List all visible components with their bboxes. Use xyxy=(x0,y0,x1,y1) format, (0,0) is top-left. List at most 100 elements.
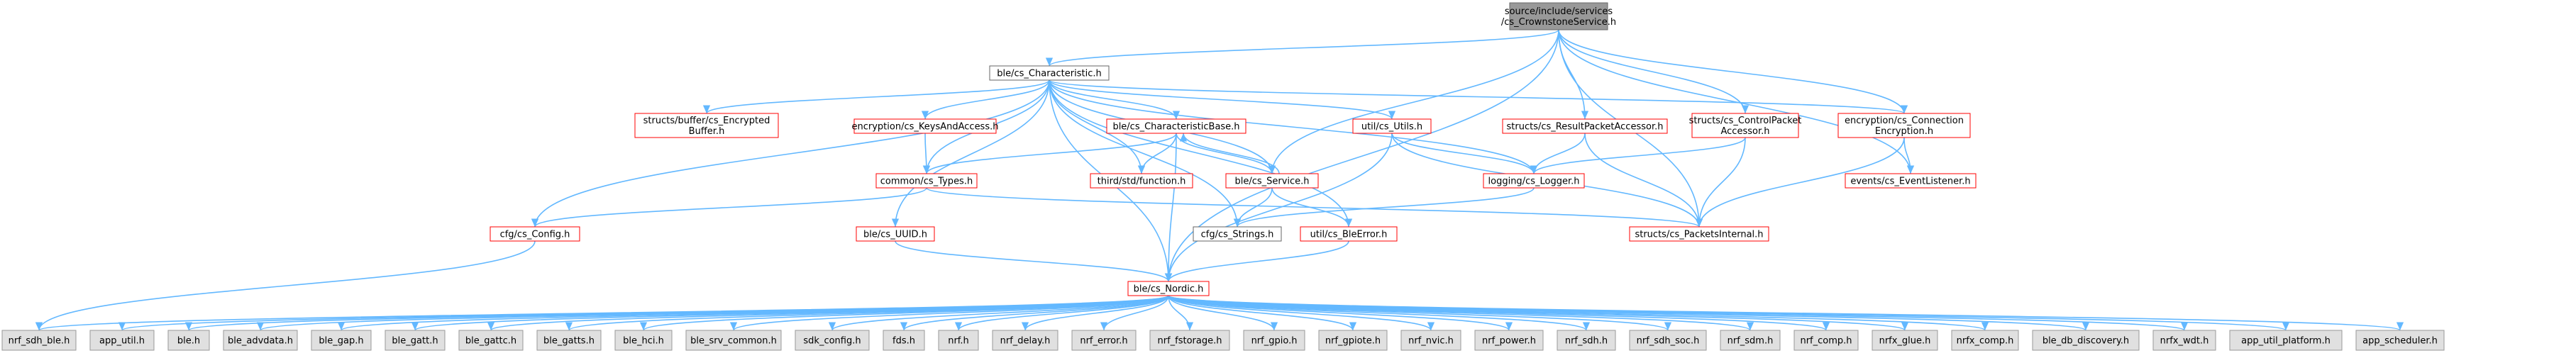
node-types[interactable]: common/cs_Types.h xyxy=(875,173,978,189)
node-box xyxy=(1127,281,1210,296)
node-charbase[interactable]: ble/cs_CharacteristicBase.h xyxy=(1106,118,1246,134)
node-label: nrfx_comp.h xyxy=(1957,336,2014,347)
node-box xyxy=(385,330,446,351)
node-nrf-power: nrf_power.h xyxy=(1474,330,1544,351)
node-service[interactable]: ble/cs_Service.h xyxy=(1225,173,1319,189)
node-box xyxy=(614,330,673,351)
edge-types-to-packetsinternal xyxy=(926,187,1703,228)
edge-nordic-to-nrf_nvic xyxy=(1168,295,1435,331)
node-box xyxy=(2229,330,2343,351)
node-nordic[interactable]: ble/cs_Nordic.h xyxy=(1127,281,1210,296)
node-nrf-nvic: nrf_nvic.h xyxy=(1400,330,1461,351)
edge-nordic-to-nrf_delay xyxy=(1021,295,1169,331)
node-ble: ble.h xyxy=(167,330,210,351)
node-box xyxy=(2032,330,2140,351)
node-box xyxy=(311,330,372,351)
node-eventlistener[interactable]: events/cs_EventListener.h xyxy=(1845,173,1977,189)
node-app-util: app_util.h xyxy=(89,330,155,351)
node-label: nrf_power.h xyxy=(1482,336,1536,347)
edge-characteristic-to-connenc xyxy=(1049,79,1908,114)
node-box xyxy=(2355,330,2445,351)
node-strings[interactable]: cfg/cs_Strings.h xyxy=(1193,226,1282,242)
node-label: ble_db_discovery.h xyxy=(2042,336,2129,347)
node-label: events/cs_EventListener.h xyxy=(1850,177,1970,187)
node-label: ble/cs_Nordic.h xyxy=(1134,284,1204,295)
node-label: Encryption.h xyxy=(1875,126,1933,137)
edge-bleerror-to-nordic xyxy=(1164,240,1349,282)
node-box xyxy=(167,330,210,351)
edge-root-to-nordic xyxy=(1164,29,1559,282)
edge-nordic-to-ble_hci xyxy=(640,295,1169,331)
node-bleerror[interactable]: util/cs_BleError.h xyxy=(1300,226,1398,242)
edge-service-to-charbase xyxy=(1179,133,1280,174)
node-config[interactable]: cfg/cs_Config.h xyxy=(490,226,580,242)
node-characteristic[interactable]: ble/cs_Characteristic.h xyxy=(989,65,1110,81)
node-label: third/std/function.h xyxy=(1098,177,1186,187)
node-ble-gatt: ble_gatt.h xyxy=(385,330,446,351)
node-logger[interactable]: logging/cs_Logger.h xyxy=(1483,173,1585,189)
edge-charbase-to-nordic xyxy=(1164,133,1177,282)
node-uuid[interactable]: ble/cs_UUID.h xyxy=(856,226,935,242)
edge-characteristic-to-utils xyxy=(1049,79,1395,120)
edge-config-to-nrf_sdh_ble xyxy=(35,240,536,331)
node-utils[interactable]: util/cs_Utils.h xyxy=(1352,118,1432,134)
node-resultpacket[interactable]: structs/cs_ResultPacketAccessor.h xyxy=(1502,118,1668,134)
node-box xyxy=(1951,330,2019,351)
node-nrf-sdm: nrf_sdm.h xyxy=(1720,330,1781,351)
node-label: logging/cs_Logger.h xyxy=(1488,177,1580,187)
node-label: structs/cs_PacketsInternal.h xyxy=(1635,230,1763,240)
node-box xyxy=(1691,113,1799,138)
node-box xyxy=(1557,330,1616,351)
node-keys[interactable]: encryption/cs_KeysAndAccess.h xyxy=(852,118,999,134)
edge-characteristic-to-logger xyxy=(1049,79,1538,174)
node-nrf-gpiote: nrf_gpiote.h xyxy=(1318,330,1388,351)
node-packetsinternal[interactable]: structs/cs_PacketsInternal.h xyxy=(1629,226,1769,242)
node-box xyxy=(1225,173,1319,189)
edge-characteristic-to-bleerror xyxy=(1049,79,1353,228)
node-box xyxy=(853,118,997,134)
edge-nordic-to-nrf_sdh xyxy=(1168,295,1590,331)
node-ble-advdata: ble_advdata.h xyxy=(223,330,298,351)
node-label: ble_advdata.h xyxy=(228,336,293,347)
node-nrfx-glue: nrfx_glue.h xyxy=(1872,330,1938,351)
node-label: nrf_gpiote.h xyxy=(1325,336,1381,347)
node-box xyxy=(458,330,524,351)
edge-nordic-to-nrf_fstorage xyxy=(1168,295,1194,331)
edge-resultpacket-to-packetsinternal xyxy=(1584,133,1703,228)
node-box xyxy=(2152,330,2216,351)
edge-connenc-to-eventlistener xyxy=(1903,137,1915,174)
edge-nordic-to-nrf xyxy=(955,295,1169,331)
edge-nordic-to-app_util xyxy=(118,295,1169,331)
node-nrfx-comp: nrfx_comp.h xyxy=(1951,330,2019,351)
node-ble-gatts: ble_gatts.h xyxy=(536,330,602,351)
node-box xyxy=(1,330,77,351)
node-box xyxy=(1872,330,1938,351)
node-label: /cs_CrownstoneService.h xyxy=(1501,17,1616,28)
edge-characteristic-to-strings xyxy=(1049,79,1242,228)
node-label: source/include/services xyxy=(1505,6,1613,17)
node-fds: fds.h xyxy=(883,330,925,351)
node-box xyxy=(1793,330,1859,351)
node-label: cfg/cs_Config.h xyxy=(500,230,570,240)
node-app-scheduler: app_scheduler.h xyxy=(2355,330,2445,351)
node-box xyxy=(1300,226,1398,242)
node-box xyxy=(875,173,978,189)
edge-nordic-to-ble_srv_common xyxy=(730,295,1169,331)
node-label: nrfx_glue.h xyxy=(1879,336,1931,347)
node-label: util/cs_BleError.h xyxy=(1310,230,1388,240)
node-label: structs/cs_ControlPacket xyxy=(1689,116,1802,126)
node-label: ble.h xyxy=(177,336,200,347)
node-label: ble/cs_CharacteristicBase.h xyxy=(1112,122,1239,133)
node-box xyxy=(1845,173,1977,189)
node-function[interactable]: third/std/function.h xyxy=(1090,173,1193,189)
edge-resultpacket-to-logger xyxy=(1530,133,1586,174)
node-box xyxy=(992,330,1058,351)
node-root[interactable]: source/include/services/cs_CrownstoneSer… xyxy=(1501,2,1616,30)
node-box xyxy=(1090,173,1193,189)
node-box xyxy=(223,330,298,351)
node-ble-gap: ble_gap.h xyxy=(311,330,372,351)
node-box xyxy=(685,330,782,351)
